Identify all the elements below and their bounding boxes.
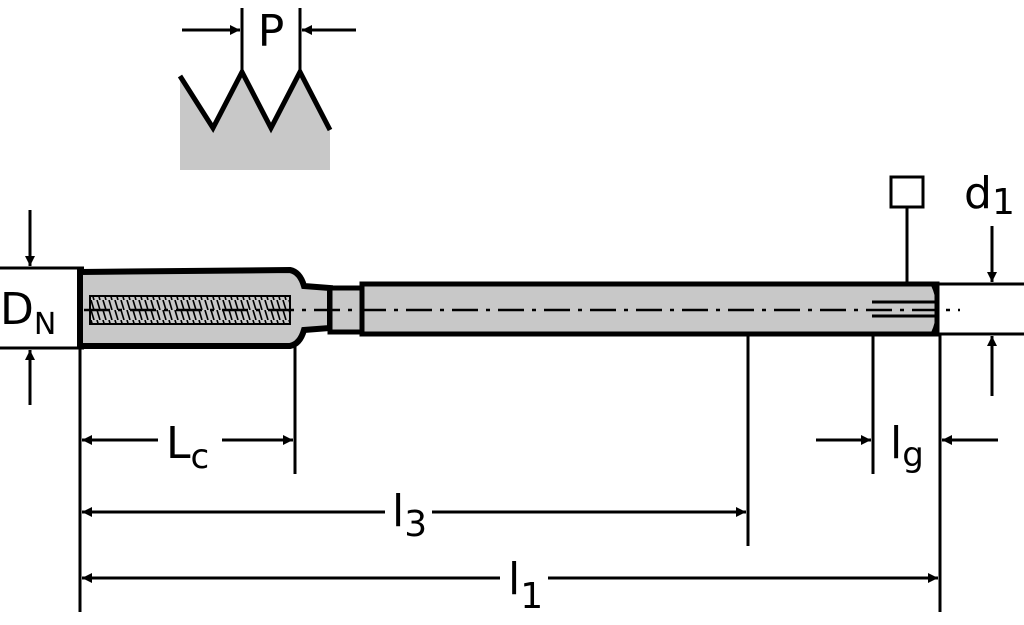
chamfer-length-dimension: Lc xyxy=(82,418,293,477)
nominal-diameter-dimension: DN xyxy=(0,210,84,405)
tap-body xyxy=(77,266,960,349)
square-end xyxy=(872,282,940,336)
thread-profile xyxy=(180,72,330,170)
lc-label: Lc xyxy=(166,418,209,477)
pitch-label: P xyxy=(258,6,285,57)
l3-label: l3 xyxy=(392,486,427,545)
shank-diameter-dimension: d1 xyxy=(938,168,1024,396)
square-icon xyxy=(889,175,925,209)
total-length-dimension: l1 xyxy=(82,554,938,617)
square-length-dimension: lg xyxy=(816,418,998,475)
thread-length-dimension: l3 xyxy=(82,486,746,545)
square-symbol xyxy=(889,175,925,284)
thread-profile-detail: P xyxy=(177,6,356,170)
thread-profile-outline xyxy=(177,66,333,134)
l1-label: l1 xyxy=(508,554,543,617)
lg-label: lg xyxy=(890,418,924,475)
d1-label: d1 xyxy=(964,168,1015,223)
dn-label: DN xyxy=(0,284,56,342)
